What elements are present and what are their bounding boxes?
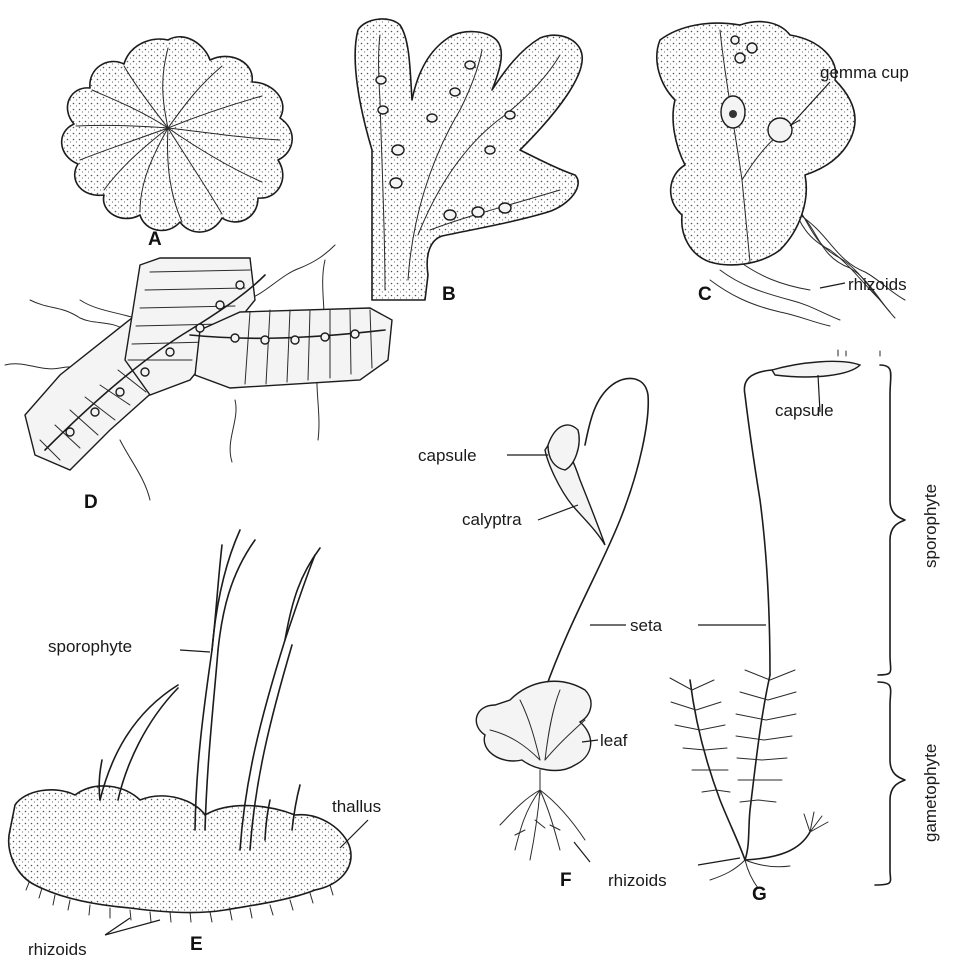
label-c-rhizoids: rhizoids: [848, 275, 907, 294]
panel-letter-c: C: [698, 284, 712, 305]
panel-g-leafy-shoots: [670, 670, 828, 860]
label-e-thallus: thallus: [332, 797, 381, 816]
panel-letter-d: D: [84, 492, 98, 513]
label-g-gametophyte: gametophyte: [921, 744, 940, 842]
label-e-rhizoids: rhizoids: [28, 940, 87, 959]
label-f-leaf: leaf: [600, 731, 628, 750]
label-e-sporophyte: sporophyte: [48, 637, 132, 656]
leader-e-thallus: [340, 820, 368, 848]
panel-letter-e: E: [190, 934, 203, 955]
panel-c-gemma-cup-thallus: gemma cup rhizoids C: [657, 22, 909, 326]
panel-d-right-branch: [195, 308, 392, 388]
panel-d-leafy-liverwort: D: [5, 245, 392, 513]
label-f-capsule: capsule: [418, 446, 477, 465]
leader-e-rhizoids: [105, 918, 160, 935]
leader-f-calyptra: [538, 505, 578, 520]
panel-letter-a: A: [148, 229, 162, 250]
panel-letter-f: F: [560, 870, 572, 891]
label-f-calyptra: calyptra: [462, 510, 522, 529]
panel-g-capsule-shape: [772, 361, 860, 377]
panel-g-rhizoids: [710, 860, 790, 888]
panel-f-rhizoids: [500, 790, 585, 860]
leader-e-sporophyte: [180, 650, 210, 652]
panel-letter-g: G: [752, 884, 767, 905]
leader-c-rhizoids: [820, 283, 845, 288]
label-seta: seta: [630, 616, 663, 635]
panel-e-hornwort: sporophyte thallus rhizoids E: [9, 530, 381, 959]
brace-sporophyte: [878, 365, 905, 675]
label-fg-rhizoids: rhizoids: [608, 871, 667, 890]
label-gemma-cup: gemma cup: [820, 63, 909, 82]
panel-f-leafy-gametophyte: [476, 681, 591, 795]
panel-f-moss-calyptra: capsule calyptra leaf F: [418, 378, 648, 891]
panel-g-moss-capsule: capsule seta rhizoids G: [574, 350, 880, 905]
panel-letter-b: B: [442, 284, 456, 305]
label-g-capsule: capsule: [775, 401, 834, 420]
panel-b-branching-thallus: B: [355, 19, 582, 305]
leader-fg-rhizoids: [574, 842, 740, 865]
label-g-sporophyte: sporophyte: [921, 484, 940, 568]
brace-gametophyte: [875, 682, 905, 885]
panel-a-rosette: A: [62, 37, 293, 250]
